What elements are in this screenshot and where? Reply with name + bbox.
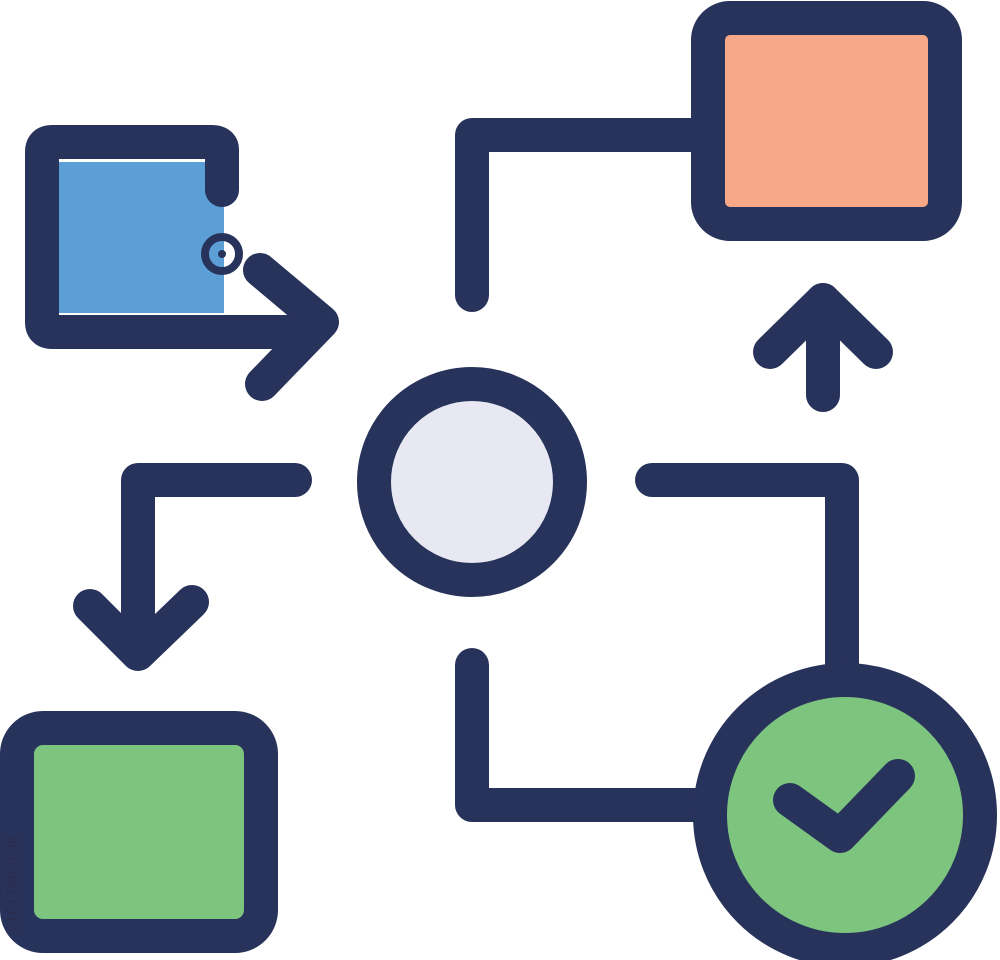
blue-box-fill: [58, 162, 224, 313]
check-icon: [773, 759, 915, 853]
orange-box: [691, 1, 962, 241]
arrow-down-icon: [73, 585, 209, 671]
arrow-right-icon: [243, 253, 339, 401]
connector-to-orange: [455, 118, 707, 312]
arrow-up-icon: [753, 283, 893, 369]
blue-box-outline: [25, 125, 317, 349]
green-box: [0, 711, 278, 953]
connector-to-green: [121, 463, 312, 667]
stock-id-label: #1617863038: [4, 834, 21, 932]
connector-to-check: [635, 463, 859, 682]
blue-box-dot: [201, 233, 243, 275]
connector-bottom: [455, 648, 712, 822]
center-node: [357, 367, 587, 597]
